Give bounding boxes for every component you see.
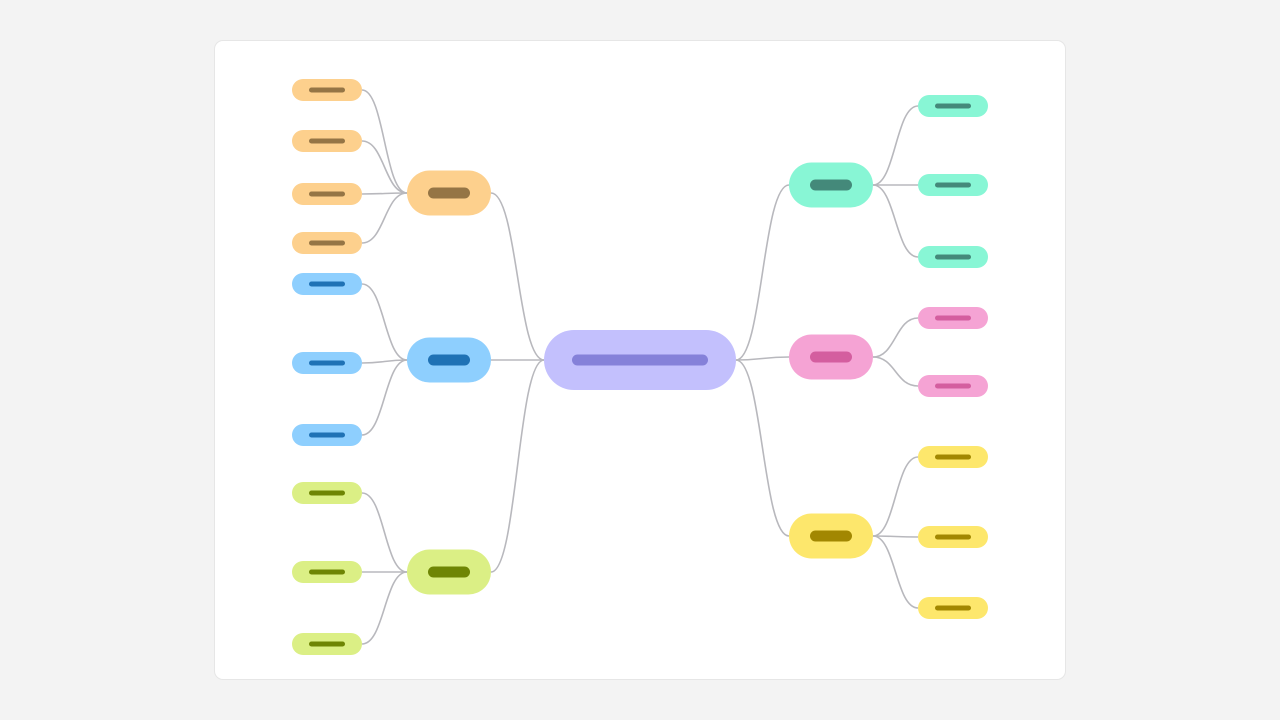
leaf-node-pink-1-text-placeholder bbox=[935, 315, 971, 321]
connector-central-yellow bbox=[735, 359, 790, 537]
branch-node-blue-text-placeholder bbox=[428, 354, 470, 366]
leaf-node-green-1[interactable] bbox=[292, 482, 362, 504]
leaf-node-green-1-text-placeholder bbox=[309, 490, 345, 496]
leaf-node-yellow-3[interactable] bbox=[918, 597, 988, 619]
leaf-node-green-2[interactable] bbox=[292, 561, 362, 583]
connector-central-orange bbox=[490, 192, 545, 361]
central-node-text-placeholder bbox=[572, 354, 708, 366]
leaf-node-pink-2[interactable] bbox=[918, 375, 988, 397]
connector-yellow-leaf-2 bbox=[872, 535, 919, 538]
connector-teal-leaf-3 bbox=[872, 184, 919, 258]
branch-node-yellow[interactable] bbox=[789, 513, 873, 559]
connector-central-pink bbox=[735, 356, 790, 361]
branch-node-orange-text-placeholder bbox=[428, 187, 470, 199]
leaf-node-orange-3-text-placeholder bbox=[309, 191, 345, 197]
leaf-node-blue-2-text-placeholder bbox=[309, 360, 345, 366]
connector-teal-leaf-1 bbox=[872, 105, 919, 186]
connector-pink-leaf-1 bbox=[872, 317, 919, 358]
connector-layer bbox=[361, 89, 919, 645]
leaf-node-green-3[interactable] bbox=[292, 633, 362, 655]
branch-node-pink[interactable] bbox=[789, 334, 873, 380]
connector-blue-leaf-1 bbox=[361, 283, 408, 361]
connector-central-teal bbox=[735, 184, 790, 361]
leaf-node-teal-1[interactable] bbox=[918, 95, 988, 117]
leaf-node-orange-1-text-placeholder bbox=[309, 87, 345, 93]
leaf-node-blue-3[interactable] bbox=[292, 424, 362, 446]
leaf-node-orange-4-text-placeholder bbox=[309, 240, 345, 246]
connector-yellow-leaf-1 bbox=[872, 456, 919, 537]
branch-node-green[interactable] bbox=[407, 549, 491, 595]
branch-node-yellow-text-placeholder bbox=[810, 530, 852, 542]
connector-green-leaf-3 bbox=[361, 571, 408, 645]
leaf-node-teal-3[interactable] bbox=[918, 246, 988, 268]
branch-node-pink-text-placeholder bbox=[810, 351, 852, 363]
leaf-node-yellow-1[interactable] bbox=[918, 446, 988, 468]
branch-node-green-text-placeholder bbox=[428, 566, 470, 578]
leaf-node-pink-2-text-placeholder bbox=[935, 383, 971, 389]
leaf-node-yellow-2[interactable] bbox=[918, 526, 988, 548]
connector-green-leaf-1 bbox=[361, 492, 408, 573]
connector-blue-leaf-3 bbox=[361, 359, 408, 436]
leaf-node-orange-3[interactable] bbox=[292, 183, 362, 205]
leaf-node-blue-3-text-placeholder bbox=[309, 432, 345, 438]
leaf-node-blue-1[interactable] bbox=[292, 273, 362, 295]
connector-central-green bbox=[490, 359, 545, 573]
leaf-node-teal-2-text-placeholder bbox=[935, 182, 971, 188]
node-layer bbox=[292, 79, 988, 655]
leaf-node-green-3-text-placeholder bbox=[309, 641, 345, 647]
leaf-node-orange-2[interactable] bbox=[292, 130, 362, 152]
branch-node-teal[interactable] bbox=[789, 162, 873, 208]
leaf-node-blue-1-text-placeholder bbox=[309, 281, 345, 287]
leaf-node-green-2-text-placeholder bbox=[309, 569, 345, 575]
branch-node-orange[interactable] bbox=[407, 170, 491, 216]
connector-pink-leaf-2 bbox=[872, 356, 919, 387]
leaf-node-yellow-3-text-placeholder bbox=[935, 605, 971, 611]
connector-yellow-leaf-3 bbox=[872, 535, 919, 609]
connector-orange-leaf-1 bbox=[361, 89, 408, 194]
leaf-node-pink-1[interactable] bbox=[918, 307, 988, 329]
leaf-node-teal-2[interactable] bbox=[918, 174, 988, 196]
leaf-node-yellow-2-text-placeholder bbox=[935, 534, 971, 540]
leaf-node-yellow-1-text-placeholder bbox=[935, 454, 971, 460]
central-node[interactable] bbox=[544, 330, 736, 390]
leaf-node-blue-2[interactable] bbox=[292, 352, 362, 374]
connector-orange-leaf-2 bbox=[361, 140, 408, 194]
leaf-node-orange-2-text-placeholder bbox=[309, 138, 345, 144]
connector-orange-leaf-4 bbox=[361, 192, 408, 244]
leaf-node-teal-3-text-placeholder bbox=[935, 254, 971, 260]
connector-orange-leaf-3 bbox=[361, 192, 408, 195]
leaf-node-orange-1[interactable] bbox=[292, 79, 362, 101]
leaf-node-teal-1-text-placeholder bbox=[935, 103, 971, 109]
branch-node-teal-text-placeholder bbox=[810, 179, 852, 191]
connector-blue-leaf-2 bbox=[361, 359, 408, 364]
leaf-node-orange-4[interactable] bbox=[292, 232, 362, 254]
branch-node-blue[interactable] bbox=[407, 337, 491, 383]
